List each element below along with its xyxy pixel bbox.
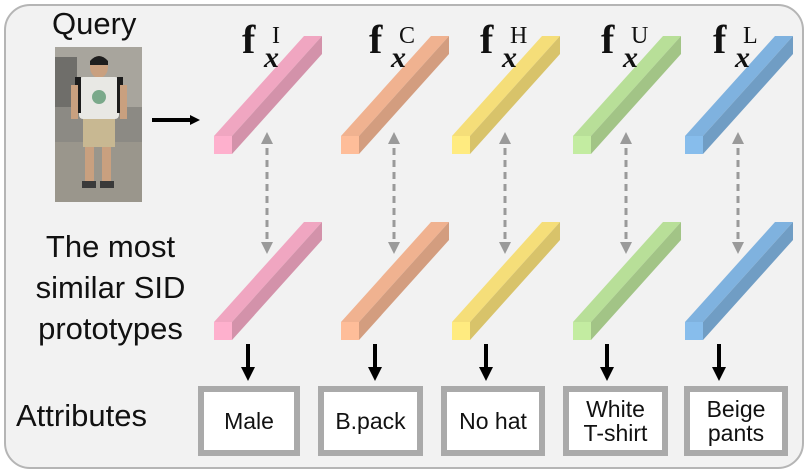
feature-bar-L	[685, 36, 793, 154]
feature-symbol-base: f	[369, 17, 383, 62]
feature-symbol-sub: x	[735, 41, 750, 74]
query-label: Query	[52, 6, 137, 41]
feature-symbol-base: f	[480, 17, 494, 62]
feature-symbol-sub: x	[623, 41, 638, 74]
attribute-box: B.pack	[318, 386, 423, 456]
attribute-label: Male	[204, 392, 294, 450]
feature-symbol-sub: x	[391, 41, 406, 74]
attribute-box: Beige pants	[684, 386, 788, 456]
attribute-label: No hat	[447, 392, 539, 450]
attribute-label: White T-shirt	[569, 392, 662, 450]
prototype-bar-L	[685, 222, 793, 340]
query-person-image	[55, 47, 142, 202]
attribute-box: White T-shirt	[563, 386, 668, 456]
feature-symbol-sub: x	[502, 41, 517, 74]
feature-symbol-base: f	[601, 17, 615, 62]
feature-symbol-sub: x	[264, 41, 279, 74]
attribute-label: Beige pants	[690, 392, 782, 450]
attribute-label: B.pack	[324, 392, 417, 450]
attribute-box: No hat	[441, 386, 545, 456]
feature-bar-C	[341, 36, 449, 154]
feature-symbol-base: f	[242, 17, 256, 62]
feature-symbol-sup: C	[399, 23, 416, 49]
prototype-bar-I	[214, 222, 322, 340]
prototype-bar-U	[573, 222, 681, 340]
feature-symbol-base: f	[713, 17, 727, 62]
prototypes-label: The most similar SID prototypes	[35, 229, 186, 346]
feature-symbol-sup: I	[272, 23, 280, 49]
feature-bar-U	[573, 36, 681, 154]
prototype-bar-C	[341, 222, 449, 340]
feature-symbol-sup: L	[743, 23, 758, 49]
prototype-bar-H	[452, 222, 560, 340]
feature-bar-H	[452, 36, 560, 154]
feature-symbol-sup: H	[510, 23, 528, 49]
feature-symbol-sup: U	[631, 23, 649, 49]
attributes-label: Attributes	[16, 398, 147, 433]
feature-bar-I	[214, 36, 322, 154]
attribute-box: Male	[198, 386, 300, 456]
